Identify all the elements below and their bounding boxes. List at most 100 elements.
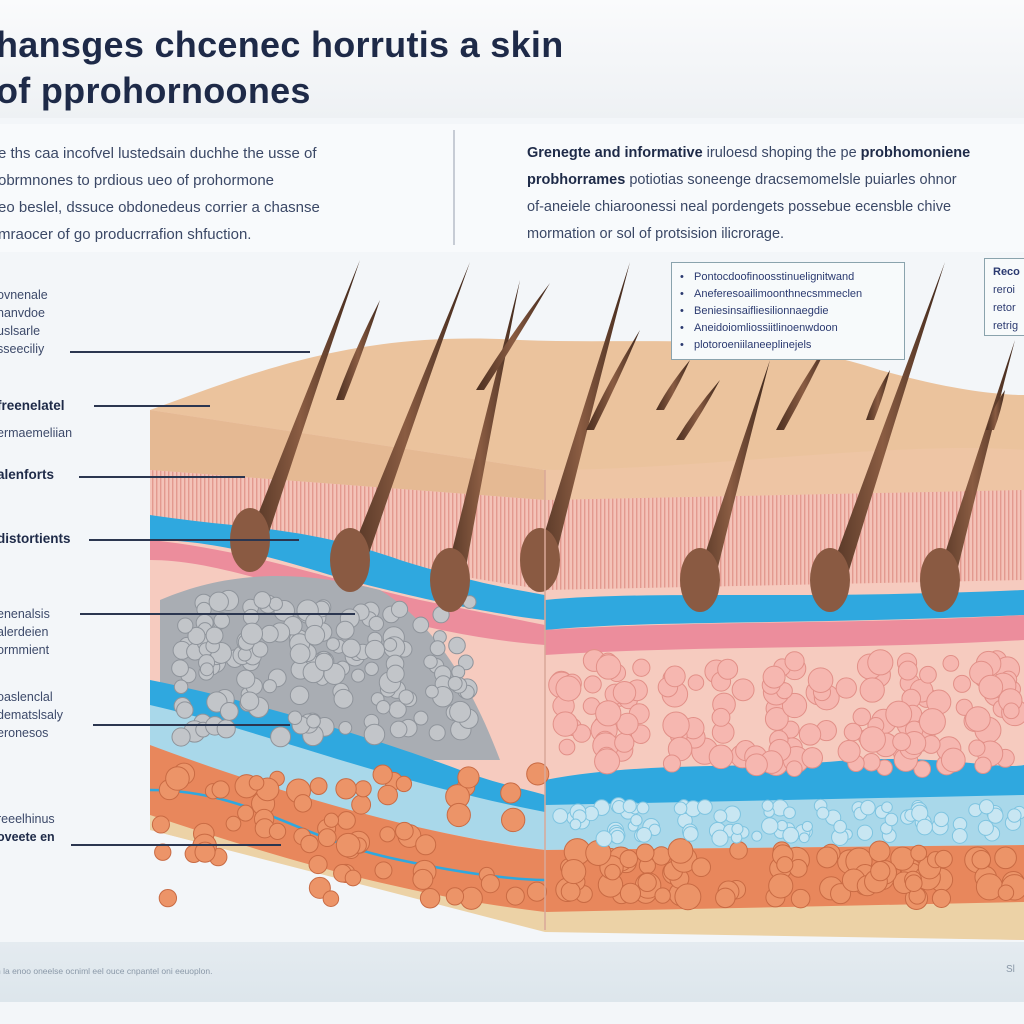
- hair-shaft: [586, 330, 640, 430]
- hair-shaft: [476, 283, 550, 390]
- cell: [213, 612, 230, 629]
- cell: [389, 720, 408, 739]
- cell: [253, 591, 272, 609]
- hair-shaft: [530, 262, 630, 580]
- hair-shaft: [336, 300, 380, 400]
- cell: [745, 753, 768, 777]
- hair-shaft: [930, 340, 1015, 600]
- cell: [368, 615, 385, 632]
- cell: [729, 841, 748, 860]
- cell: [801, 820, 813, 832]
- cell: [715, 887, 736, 909]
- cell: [816, 846, 839, 869]
- cell: [761, 817, 779, 835]
- cell: [390, 600, 409, 618]
- cell: [904, 874, 923, 893]
- cell: [852, 707, 872, 727]
- leader-line: [79, 476, 245, 478]
- cell: [711, 707, 731, 727]
- cell: [225, 815, 242, 832]
- cell: [856, 824, 874, 841]
- cell: [333, 688, 354, 709]
- cell: [913, 760, 932, 778]
- hair-shaft: [866, 370, 890, 420]
- cell: [289, 685, 310, 706]
- cell: [673, 801, 688, 816]
- hair-bulb: [330, 528, 370, 592]
- hair-shaft: [986, 390, 1005, 430]
- left-label-2: freenelatel: [0, 398, 65, 413]
- cell: [951, 828, 968, 844]
- footer-band: [0, 942, 1024, 1002]
- hair-shaft: [820, 262, 945, 600]
- title-line-1: hansges chcenec horrutis a skin: [0, 24, 564, 65]
- cell: [651, 846, 672, 866]
- label-line: uslsarle: [0, 324, 41, 338]
- cell: [682, 826, 699, 842]
- cell: [604, 863, 621, 881]
- cell: [595, 654, 622, 680]
- cell: [619, 882, 642, 904]
- cell: [940, 747, 966, 773]
- cell: [251, 641, 269, 658]
- hair-shaft: [240, 260, 360, 560]
- cell: [337, 811, 356, 830]
- intro-right-line: Grenegte and informative iruloesd shopin…: [527, 140, 1024, 167]
- left-label-6: enenalsis alerdeien ormmient: [0, 605, 50, 659]
- cell: [662, 754, 681, 773]
- bullet-box: Pontocdoofinoosstinuelignitwand Aneferes…: [671, 262, 905, 360]
- bullet-item: Beniesinsaifliesilionnaegdie: [680, 303, 904, 320]
- cell-clusters: [151, 589, 1024, 911]
- intro-right-line: mormation or sol of protsision ilicrorag…: [527, 226, 785, 242]
- cell: [667, 838, 694, 864]
- title-line-2: of pprohornoones: [0, 70, 311, 111]
- cell: [918, 708, 946, 736]
- cell: [205, 626, 224, 645]
- cell: [790, 888, 811, 909]
- intro-left-text: e ths caa incofvel lustedsain duchhe the…: [0, 140, 448, 248]
- cell: [500, 807, 526, 833]
- label-line: enenalsis: [0, 607, 50, 621]
- cell: [287, 710, 303, 725]
- cell: [974, 756, 992, 775]
- cell: [862, 753, 881, 772]
- cell: [870, 861, 891, 882]
- cell: [691, 857, 712, 878]
- cell: [374, 861, 393, 880]
- cell: [194, 841, 216, 863]
- cell: [717, 658, 739, 680]
- cell: [630, 814, 643, 827]
- cell: [242, 608, 260, 626]
- hair-bulb: [680, 548, 720, 612]
- cell: [994, 846, 1017, 870]
- hair-shaft: [656, 360, 690, 410]
- cell: [595, 700, 622, 727]
- cell: [619, 849, 638, 869]
- cell: [654, 887, 671, 904]
- intro-bold: Grenegte and informative: [527, 145, 703, 161]
- cell: [323, 812, 340, 828]
- cell: [881, 801, 893, 813]
- cell: [816, 806, 830, 820]
- hair-bulb: [520, 528, 560, 592]
- cell: [635, 843, 655, 863]
- cell: [199, 662, 214, 677]
- intro-left-line: eo beslel, dssuce obdonedeus corrier a c…: [0, 199, 320, 216]
- cell: [731, 822, 744, 835]
- cell: [322, 890, 340, 907]
- intro-text: potiotias soneenge dracsemomelsle puiarl…: [625, 172, 957, 188]
- label-line: nanvdoe: [0, 306, 45, 320]
- cell: [219, 702, 239, 721]
- left-label-7: oaslenclal dematslsaly eronesos: [0, 688, 63, 742]
- cell: [784, 651, 805, 672]
- cell: [268, 822, 287, 841]
- cell: [843, 722, 863, 742]
- cell: [610, 829, 625, 845]
- label-line: eronesos: [0, 726, 49, 740]
- cell: [187, 626, 206, 645]
- cell: [351, 668, 366, 683]
- cell: [636, 826, 652, 843]
- cell: [798, 832, 810, 844]
- left-label-1: ovnenale nanvdoe uslsarle sseeciliy: [0, 286, 48, 358]
- cell: [447, 675, 463, 691]
